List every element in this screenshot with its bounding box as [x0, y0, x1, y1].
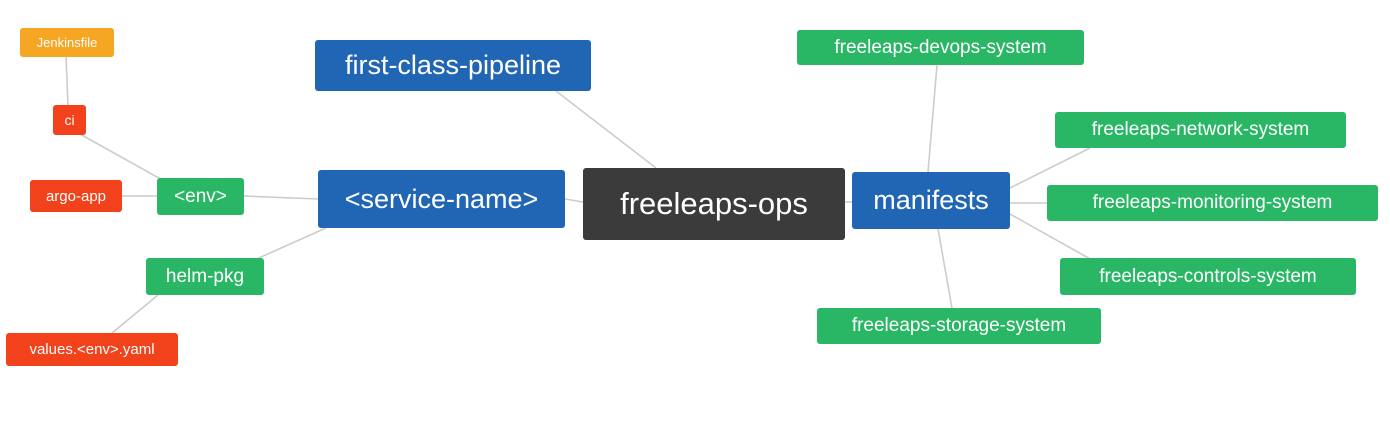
node-first-class-pipeline: first-class-pipeline — [315, 40, 591, 91]
edge-helm-pkg-values-env-yaml — [111, 294, 159, 334]
edge-jenkinsfile-ci — [65, 55, 69, 106]
node-jenkinsfile: Jenkinsfile — [20, 28, 114, 57]
edge-first-class-pipeline-ops — [555, 90, 657, 169]
node-values-env-yaml: values.<env>.yaml — [6, 333, 178, 366]
node-ci: ci — [53, 105, 86, 135]
node-freeleaps-devops-system: freeleaps-devops-system — [797, 30, 1084, 65]
edge-service-name-helm-pkg — [251, 227, 327, 262]
node-argo-app: argo-app — [30, 180, 122, 212]
edge-ci-env — [79, 133, 167, 183]
node-service-name: <service-name> — [318, 170, 565, 228]
edge-manifests-storage-system — [937, 228, 953, 309]
node-freeleaps-monitoring-system: freeleaps-monitoring-system — [1047, 185, 1378, 221]
node-manifests: manifests — [852, 172, 1010, 229]
node-freeleaps-ops: freeleaps-ops — [583, 168, 845, 240]
node-freeleaps-controls-system: freeleaps-controls-system — [1060, 258, 1356, 295]
node-freeleaps-network-system: freeleaps-network-system — [1055, 112, 1346, 148]
edge-manifests-devops-system — [927, 64, 938, 173]
node-env: <env> — [157, 178, 244, 215]
edge-service-name-ops — [564, 198, 584, 203]
edge-manifests-network-system — [1009, 147, 1091, 189]
node-freeleaps-storage-system: freeleaps-storage-system — [817, 308, 1101, 344]
edge-manifests-controls-system — [1009, 213, 1093, 261]
edge-env-service-name — [243, 195, 319, 200]
node-helm-pkg: helm-pkg — [146, 258, 264, 295]
